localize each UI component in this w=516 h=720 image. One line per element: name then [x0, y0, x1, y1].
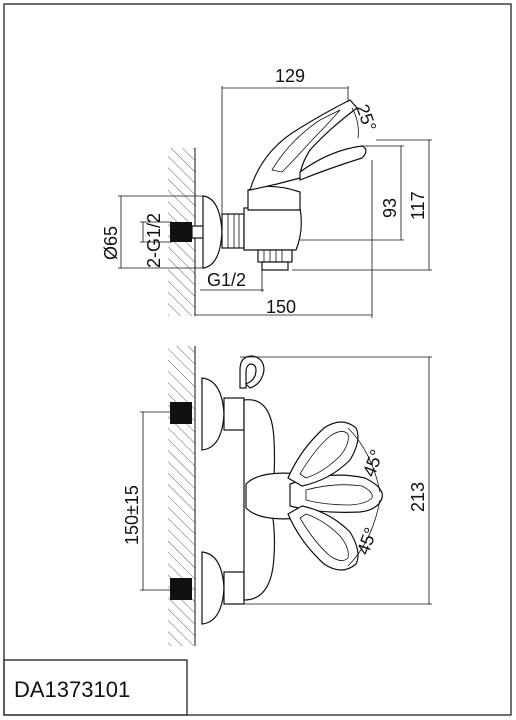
dim-angle-25: 25° — [352, 102, 380, 134]
flange-upper — [201, 377, 225, 451]
dim-length-129: 129 — [275, 66, 305, 86]
eccentric-nut-lower — [223, 571, 245, 605]
eccentric-nut-side — [221, 213, 245, 249]
dim-angle-upper: 45° — [359, 447, 387, 479]
angle-arc-upper — [347, 427, 381, 493]
product-code: DA1373101 — [14, 677, 130, 702]
outlet-thread-side — [261, 261, 289, 271]
angle-arc-lower — [347, 499, 381, 567]
dim-center-distance: 150±15 — [122, 485, 142, 545]
lever-handle-upper — [287, 421, 359, 487]
dim-projection-150: 150 — [266, 297, 296, 317]
lever-slot-upper — [299, 431, 349, 479]
flange-side — [202, 195, 223, 269]
lever-slot-center — [305, 484, 373, 506]
side-view: 129 25° 93 117 Ø65 2-G1/2 G1/2 150 — [101, 66, 432, 318]
inlet-thread-lower — [170, 578, 192, 600]
lever-handle-side — [249, 99, 358, 191]
mixer-body-side — [243, 207, 302, 251]
dim-outlet-thread: G1/2 — [207, 270, 246, 290]
dim-height-117: 117 — [408, 191, 428, 220]
lever-handle-lower — [287, 505, 359, 571]
angle-arc-25 — [351, 107, 359, 139]
lever-cap-side — [299, 145, 367, 181]
eccentric-nut-upper — [223, 397, 245, 431]
inlet-thread-upper — [170, 402, 192, 424]
inlet-thread-side — [170, 222, 192, 242]
lever-handle-center — [289, 474, 383, 513]
front-view: 45° 45° 150±15 213 — [122, 346, 432, 646]
dim-inlet-thread: 2-G1/2 — [144, 213, 164, 268]
body-collar-side — [247, 185, 301, 211]
lever-slot-side — [271, 109, 341, 173]
sheet-border — [3, 3, 512, 716]
title-block — [3, 659, 188, 716]
lever-slot-lower — [299, 513, 349, 561]
flange-lower — [201, 551, 225, 625]
outlet-nut-side — [257, 249, 293, 263]
inlet-neck-side — [191, 225, 205, 239]
dim-angle-lower: 45° — [353, 525, 381, 557]
dim-total-height: 213 — [408, 482, 428, 512]
wall-hatch-front — [168, 346, 195, 646]
shower-hook — [239, 355, 265, 389]
dim-flange-65: Ø65 — [101, 226, 121, 260]
dim-height-93: 93 — [380, 198, 400, 218]
